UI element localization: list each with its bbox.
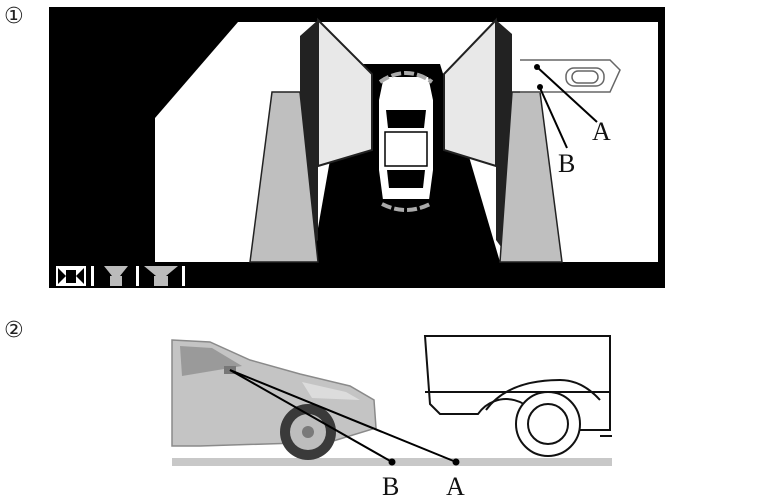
callout-line-b xyxy=(539,87,568,149)
side-point-a-label: A xyxy=(446,472,465,501)
top-point-b-label: B xyxy=(558,149,575,178)
side-point-a-dot xyxy=(452,458,460,466)
own-car-side xyxy=(171,339,377,460)
side-point-b-dot xyxy=(388,458,396,466)
top-view-panel: A B xyxy=(49,7,665,288)
mode-divider xyxy=(136,266,139,286)
sight-line-a xyxy=(229,369,457,463)
callout-line-a xyxy=(536,66,598,123)
figure-marker-2: ② xyxy=(4,318,24,343)
side-view-panel: B A xyxy=(171,335,612,501)
front-view-mode-icon xyxy=(104,266,128,286)
top-point-a-label: A xyxy=(592,117,611,146)
figure-marker-1: ① xyxy=(4,4,24,29)
point-a-dot xyxy=(534,64,540,70)
left-obstacle-face xyxy=(317,17,373,168)
distant-trailer xyxy=(520,59,621,93)
point-b-dot xyxy=(537,84,543,90)
mode-divider xyxy=(182,266,185,286)
trailer-side xyxy=(423,335,612,457)
top-view-mode-icon xyxy=(56,266,86,286)
mode-divider xyxy=(91,266,94,286)
own-car-top xyxy=(377,71,435,212)
wide-view-mode-icon xyxy=(144,266,178,286)
left-ground-shadow xyxy=(249,91,319,263)
side-point-b-label: B xyxy=(382,472,399,501)
right-obstacle-face xyxy=(443,17,497,168)
sight-line-b xyxy=(229,369,393,463)
